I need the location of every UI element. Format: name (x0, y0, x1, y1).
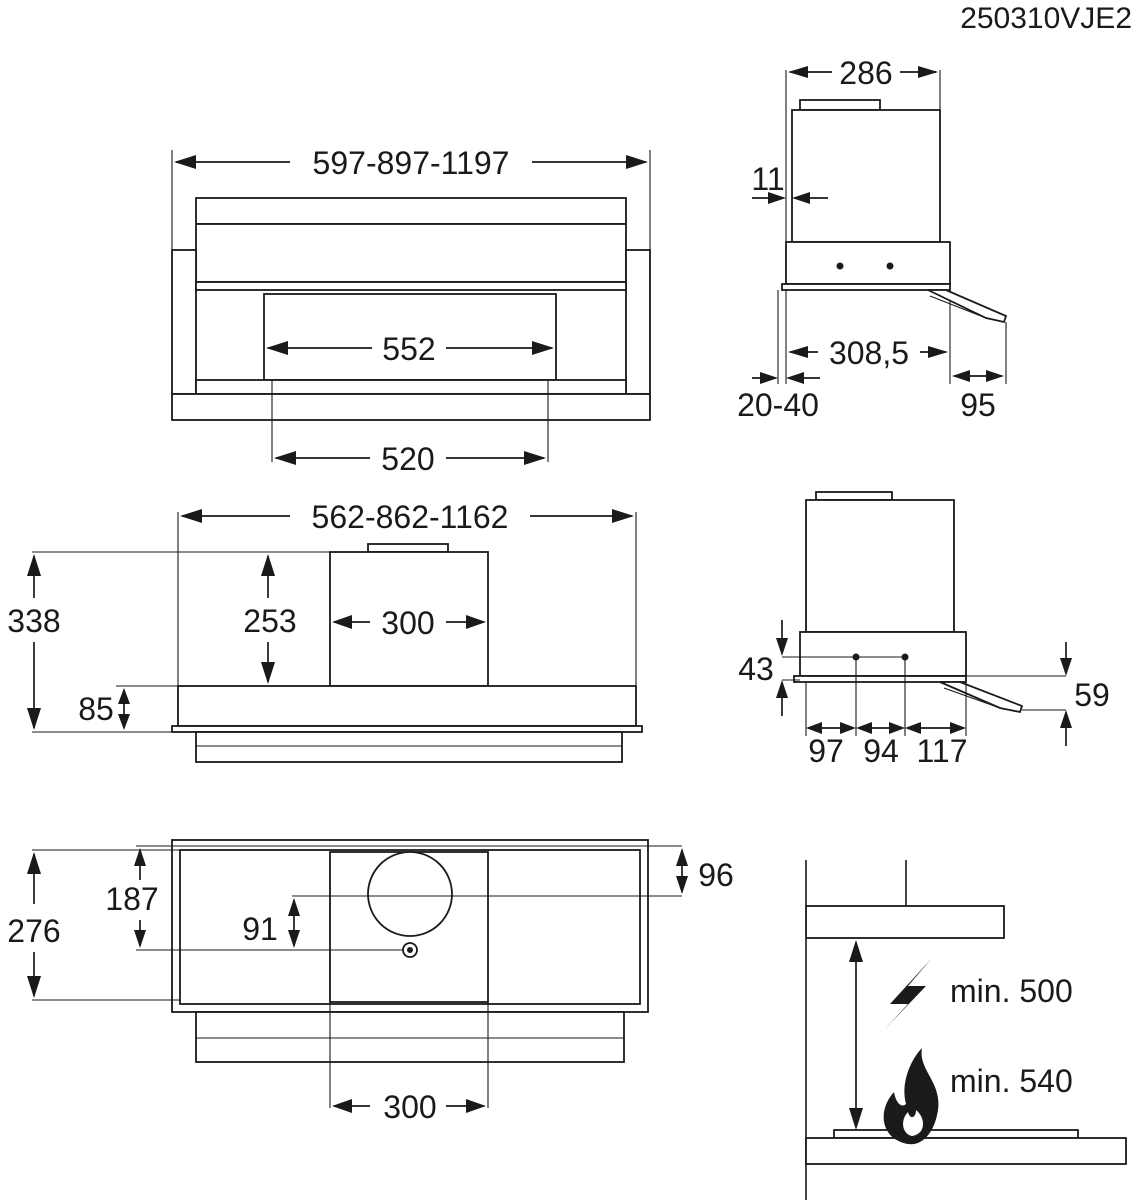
side2-base (793, 675, 967, 683)
dim-front-total: 597-897-1197 (174, 145, 648, 181)
label-gas-min: min. 540 (950, 1063, 1073, 1099)
dim-top-91: 91 (242, 898, 300, 948)
label-seg-3: 117 (916, 733, 967, 769)
dim-side2-43: 43 (738, 620, 788, 716)
dim-top-187: 187 (105, 848, 159, 948)
label-seg-1: 97 (808, 733, 844, 769)
front-bottom-bar (171, 393, 651, 421)
front-band (195, 281, 627, 291)
elev-strip (171, 725, 643, 733)
front-left-side (171, 249, 197, 395)
side-lower-box (785, 241, 951, 285)
dim-top-276: 276 (7, 852, 61, 998)
dim-side-95: 95 (952, 370, 1004, 423)
dim-elev-300: 300 (332, 605, 486, 641)
front-top-bar (195, 197, 627, 225)
label-height-b: 59 (1074, 677, 1110, 713)
elev-spigot (367, 543, 449, 553)
dim-elev-253: 253 (243, 554, 297, 684)
dim-top-96: 96 (676, 848, 734, 894)
label-height-a: 43 (738, 651, 774, 687)
side-visor (927, 289, 1008, 324)
front-inner-box (263, 293, 557, 381)
label-top-motor-width: 300 (383, 1089, 436, 1125)
drawing-code: 250310VJE2 (960, 2, 1132, 35)
side-top-spigot (799, 99, 881, 111)
dim-side-286: 286 (788, 55, 938, 91)
label-inner-width: 552 (382, 331, 435, 367)
front-view (171, 150, 651, 462)
top-view (32, 839, 682, 1108)
label-offset: 96 (698, 857, 734, 893)
label-total-width: 597-897-1197 (313, 145, 510, 181)
side2-spigot (815, 491, 893, 501)
elevation-view (32, 512, 643, 763)
label-electric-min: min. 500 (950, 973, 1073, 1009)
dim-side-2040: 20-40 (737, 372, 820, 423)
label-panel: 95 (960, 387, 996, 423)
dim-side2-segments: 97 94 117 (806, 722, 968, 769)
lightning-icon (884, 958, 932, 1030)
side2-lower-box (799, 631, 967, 677)
dim-elev-width: 562-862-1162 (180, 499, 634, 535)
side2-upper-box (805, 499, 955, 633)
elev-lower-bar (195, 731, 623, 763)
dim-top-300: 300 (332, 1089, 486, 1125)
label-base-height: 85 (78, 691, 114, 727)
label-wall-offset: 11 (751, 161, 784, 197)
label-depth-mid: 308,5 (829, 335, 909, 371)
label-depth-total: 276 (7, 913, 60, 949)
label-depth-top: 286 (839, 55, 892, 91)
label-height-total: 338 (7, 603, 60, 639)
label-seg-2: 94 (863, 733, 899, 769)
side2-visor (939, 681, 1024, 714)
front-upper-panel (195, 223, 627, 283)
label-motor-width: 300 (381, 605, 434, 641)
side-upper-box (791, 109, 941, 243)
dim-side-308: 308,5 (788, 335, 948, 371)
label-gap: 20-40 (737, 387, 819, 423)
dim-elev-85: 85 (78, 688, 130, 730)
side-view-2 (782, 491, 1066, 736)
top-duct-circle (367, 851, 453, 937)
top-lower-bar (195, 1011, 625, 1063)
dim-side-11: 11 (751, 161, 828, 204)
dim-elev-338: 338 (7, 554, 61, 730)
elev-body (177, 685, 637, 727)
elev-motor-box (329, 551, 489, 687)
side-view (777, 70, 1008, 384)
label-depth-a: 187 (105, 881, 158, 917)
front-lower-band (195, 379, 627, 395)
side-base (781, 283, 951, 291)
hob-top (833, 1129, 1079, 1139)
label-hole-offset: 91 (242, 911, 278, 947)
front-right-side (625, 249, 651, 395)
hood-silhouette (805, 905, 1005, 939)
label-height-motor: 253 (243, 603, 296, 639)
flame-icon (883, 1048, 939, 1145)
dim-front-bottom: 520 (274, 441, 546, 477)
label-elev-width: 562-862-1162 (312, 499, 509, 535)
worktop (805, 1137, 1127, 1165)
installation-view: min. 500 min. 540 (805, 860, 1127, 1200)
label-bottom-width: 520 (381, 441, 434, 477)
dim-side2-59: 59 (1060, 642, 1110, 746)
dim-front-inner: 552 (266, 331, 554, 367)
